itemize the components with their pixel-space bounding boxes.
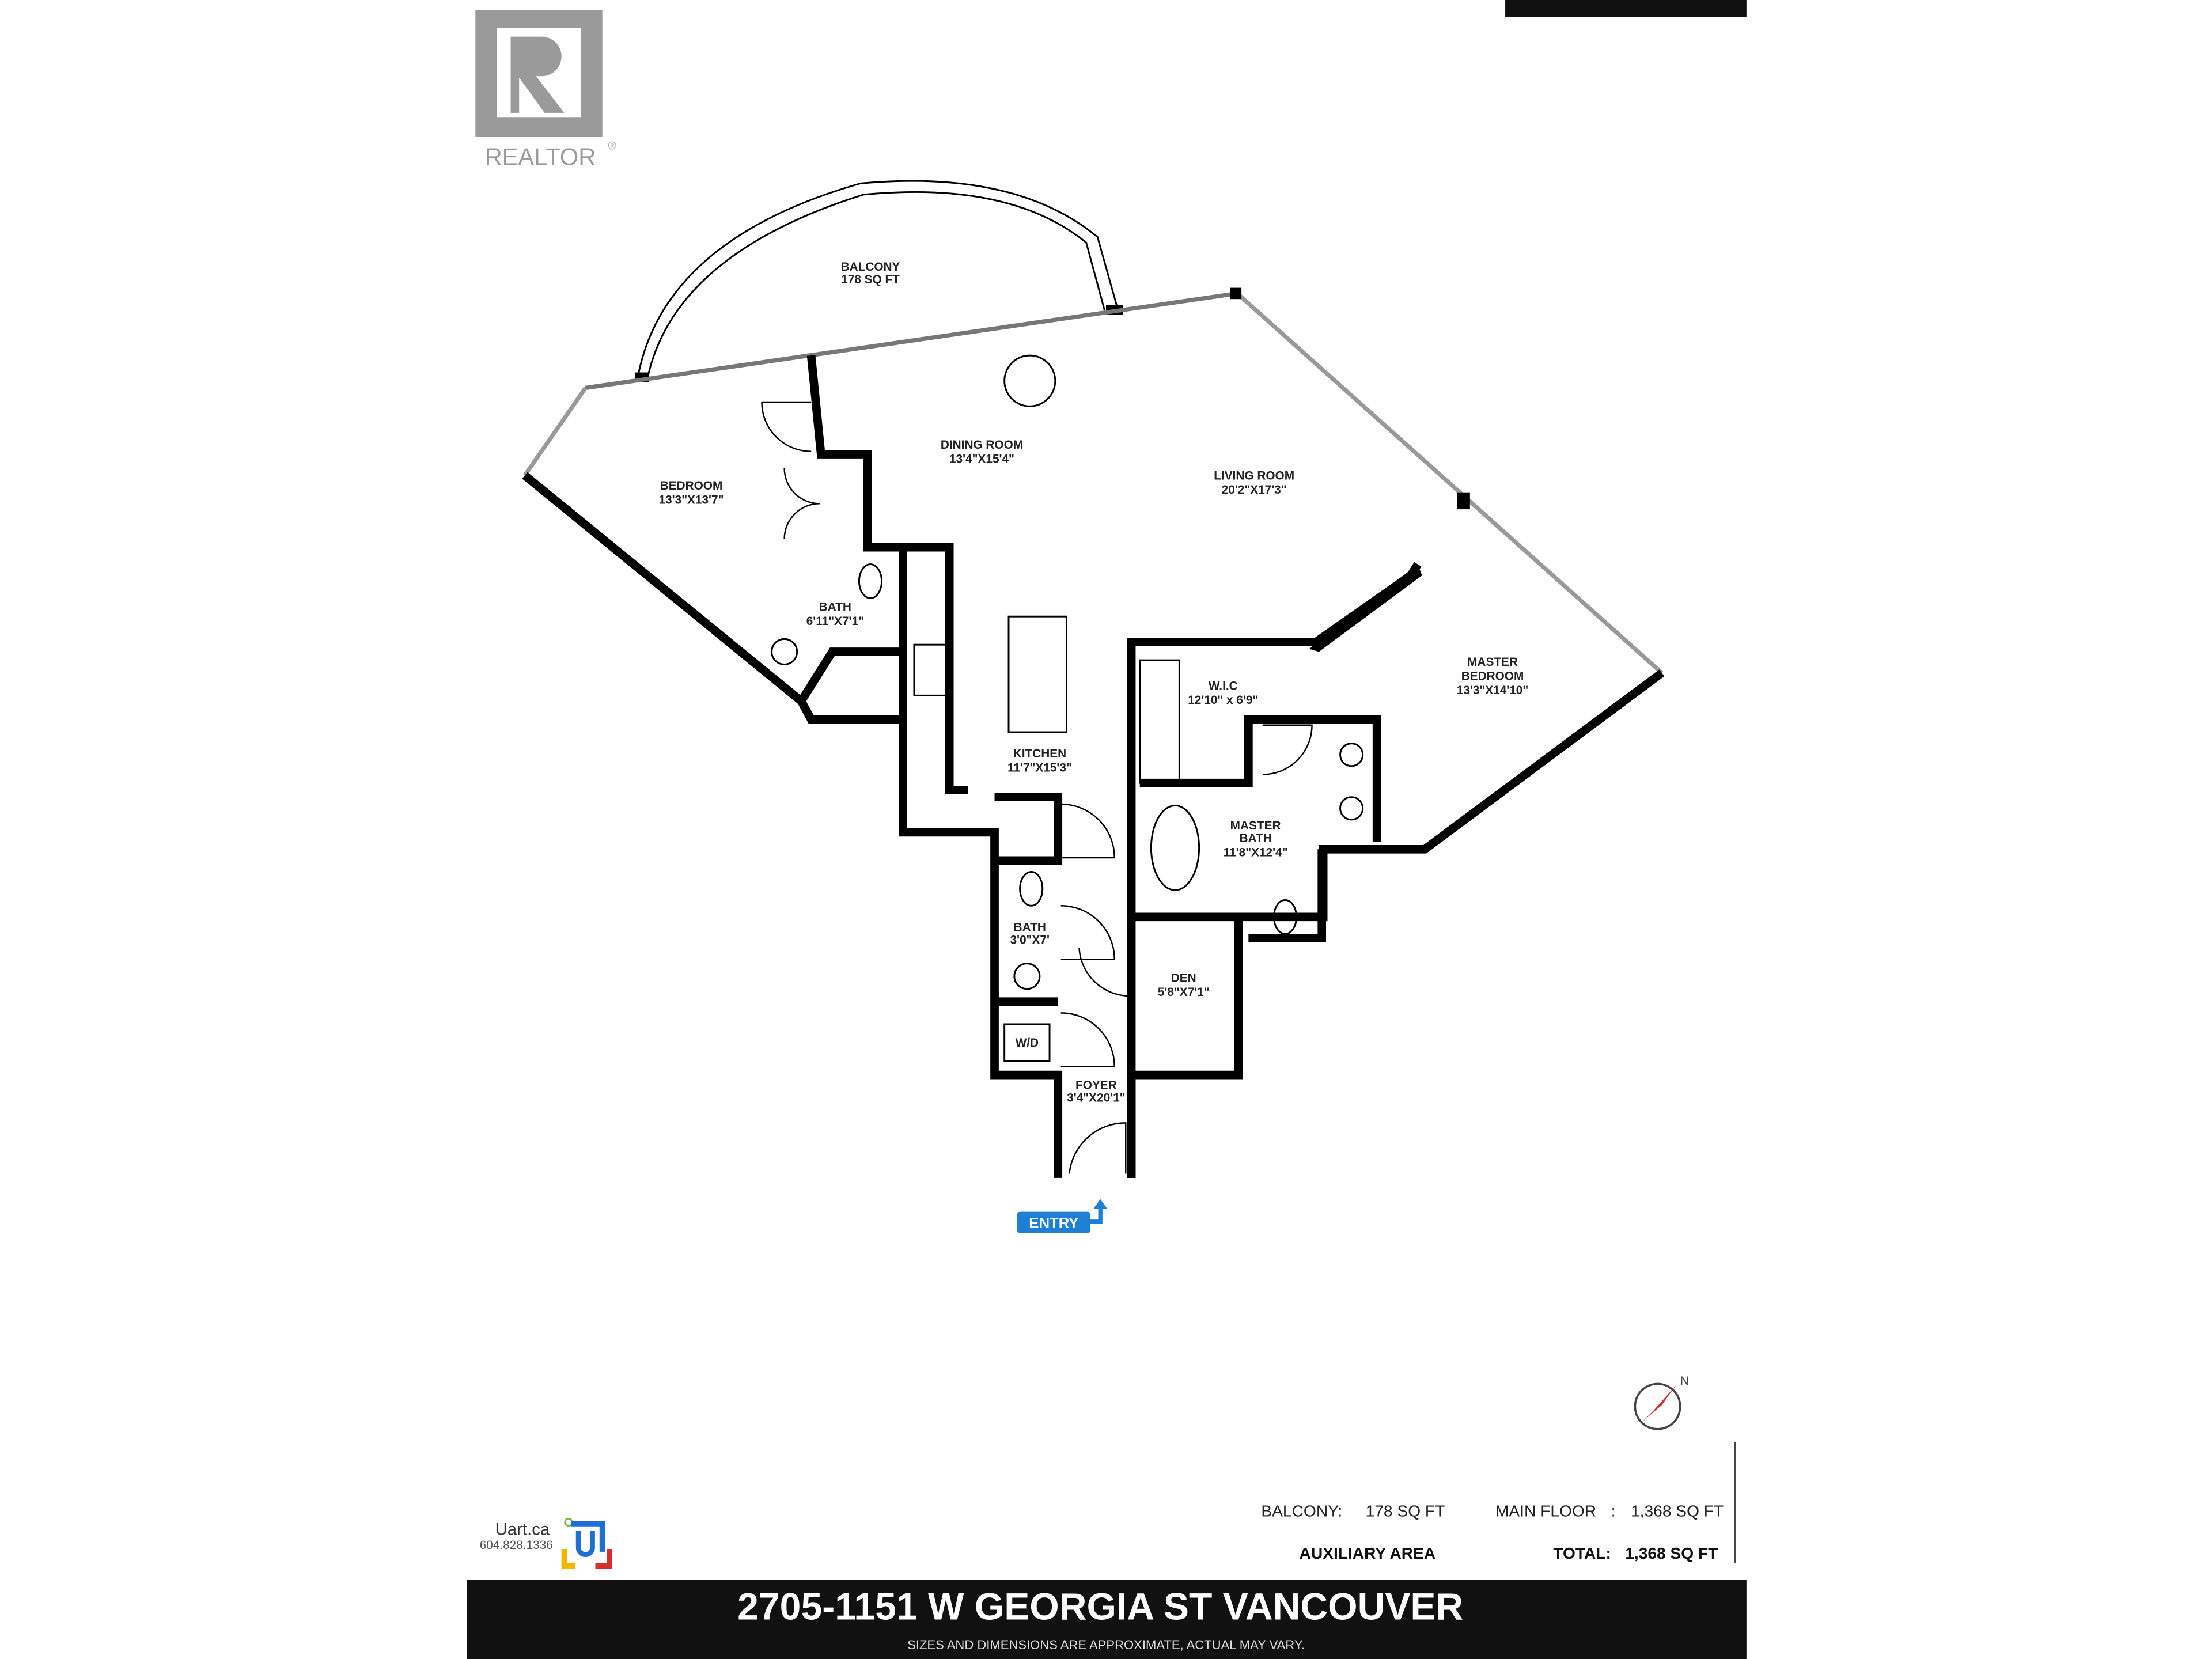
svg-text:BATH: BATH xyxy=(819,600,851,613)
room-label-den: DEN 5'8"X7'1" xyxy=(1158,971,1210,998)
room-label-master-bath: MASTER BATH 11'8"X12'4" xyxy=(1224,819,1288,859)
realtor-logo-text: REALTOR xyxy=(485,143,596,171)
room-label-wd: W/D xyxy=(1016,1036,1039,1050)
svg-text:13'3"X13'7": 13'3"X13'7" xyxy=(659,493,724,506)
svg-text:12'10" x 6'9": 12'10" x 6'9" xyxy=(1188,694,1258,707)
uart-logo: Uart.ca 604.828.1336 xyxy=(480,1517,612,1569)
svg-text:5'8"X7'1": 5'8"X7'1" xyxy=(1158,986,1210,999)
svg-text:11'7"X15'3": 11'7"X15'3" xyxy=(1007,762,1072,775)
entry-badge: ENTRY xyxy=(1017,1199,1108,1233)
svg-text:ENTRY: ENTRY xyxy=(1029,1215,1078,1232)
floor-plan xyxy=(522,180,1665,1178)
footer-bar xyxy=(467,1580,1747,1659)
balcony-area-label: BALCONY: xyxy=(1261,1502,1342,1520)
svg-text:13'4"X15'4": 13'4"X15'4" xyxy=(949,452,1014,465)
compass-icon: N xyxy=(1634,1374,1690,1430)
room-label-kitchen: KITCHEN 11'7"X15'3" xyxy=(1007,747,1072,774)
arrow-up-icon xyxy=(1093,1199,1108,1209)
room-label-dining-room: DINING ROOM 13'4"X15'4" xyxy=(941,438,1023,465)
svg-text:®: ® xyxy=(608,140,617,153)
svg-text:BATH: BATH xyxy=(1239,832,1271,845)
disclaimer: SIZES AND DIMENSIONS ARE APPROXIMATE, AC… xyxy=(907,1638,1305,1652)
room-label-bath-2: BATH 3'0"X7' xyxy=(1010,921,1050,946)
main-floor-value: 1,368 SQ FT xyxy=(1631,1502,1724,1520)
svg-text:178 SQ FT: 178 SQ FT xyxy=(841,273,900,286)
balcony-area-value: 178 SQ FT xyxy=(1366,1502,1445,1520)
room-label-living-room: LIVING ROOM 20'2"X17'3" xyxy=(1214,469,1294,497)
svg-text:LIVING ROOM: LIVING ROOM xyxy=(1214,469,1294,483)
realtor-logo: REALTOR ® xyxy=(475,10,617,171)
svg-text:BATH: BATH xyxy=(1014,921,1046,934)
svg-text:3'0"X7': 3'0"X7' xyxy=(1010,933,1050,946)
room-label-master-bedroom: MASTER BEDROOM 13'3"X14'10" xyxy=(1457,656,1528,697)
svg-text:BEDROOM: BEDROOM xyxy=(1461,669,1524,683)
main-floor-sep: : xyxy=(1611,1502,1616,1520)
svg-text:MASTER: MASTER xyxy=(1467,656,1518,669)
room-label-foyer: FOYER 3'4"X20'1" xyxy=(1067,1079,1125,1105)
top-bar xyxy=(1505,0,1747,17)
total-value: 1,368 SQ FT xyxy=(1625,1544,1718,1562)
svg-text:N: N xyxy=(1680,1374,1690,1388)
svg-text:KITCHEN: KITCHEN xyxy=(1013,747,1066,760)
svg-text:Uart.ca: Uart.ca xyxy=(495,1520,550,1539)
svg-text:W.I.C: W.I.C xyxy=(1209,680,1238,693)
room-label-wic: W.I.C 12'10" x 6'9" xyxy=(1188,680,1258,707)
room-label-balcony: BALCONY 178 SQ FT xyxy=(841,260,900,286)
svg-text:BALCONY: BALCONY xyxy=(841,260,900,274)
auxiliary-area-label: AUXILIARY AREA xyxy=(1300,1544,1436,1562)
svg-text:DINING ROOM: DINING ROOM xyxy=(941,438,1023,452)
main-floor-label: MAIN FLOOR xyxy=(1495,1502,1596,1520)
svg-text:604.828.1336: 604.828.1336 xyxy=(480,1539,553,1552)
svg-text:20'2"X17'3": 20'2"X17'3" xyxy=(1222,483,1287,497)
svg-text:DEN: DEN xyxy=(1171,971,1196,984)
svg-text:FOYER: FOYER xyxy=(1075,1079,1117,1092)
svg-text:BEDROOM: BEDROOM xyxy=(660,479,723,493)
address-title: 2705-1151 W GEORGIA ST VANCOUVER xyxy=(737,1585,1463,1628)
svg-text:13'3"X14'10": 13'3"X14'10" xyxy=(1457,684,1528,697)
svg-text:MASTER: MASTER xyxy=(1230,819,1281,832)
room-label-bedroom: BEDROOM 13'3"X13'7" xyxy=(659,479,724,506)
total-label: TOTAL: xyxy=(1553,1544,1611,1562)
svg-text:3'4"X20'1": 3'4"X20'1" xyxy=(1067,1092,1125,1105)
room-label-bath: BATH 6'11"X7'1" xyxy=(806,600,864,627)
svg-text:6'11"X7'1": 6'11"X7'1" xyxy=(806,615,864,628)
svg-text:11'8"X12'4": 11'8"X12'4" xyxy=(1224,846,1288,859)
